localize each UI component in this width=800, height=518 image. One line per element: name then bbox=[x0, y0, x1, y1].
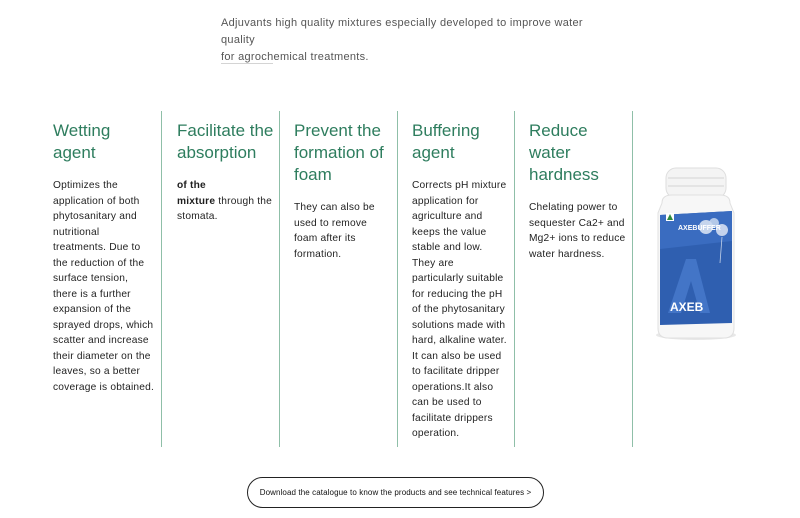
feature-title: Wetting agent bbox=[53, 121, 111, 162]
intro-divider bbox=[221, 63, 273, 64]
download-catalogue-button[interactable]: Download the catalogue to know the produ… bbox=[247, 477, 544, 508]
column-divider bbox=[279, 111, 280, 447]
feature-title: Facilitate the absorption bbox=[177, 121, 274, 162]
product-bottle-image: AXEBUFFER AXEB bbox=[648, 163, 748, 343]
column-divider bbox=[397, 111, 398, 447]
bottle-label-top: AXEBUFFER bbox=[678, 225, 721, 232]
feature-facilitate-absorption: Facilitate the absorption of the mixture … bbox=[177, 111, 277, 447]
feature-description-bold: mixture bbox=[177, 195, 216, 207]
feature-buffering-agent: Buffering agent Corrects pH mixture appl… bbox=[412, 111, 508, 447]
column-divider bbox=[161, 111, 162, 447]
feature-description: Chelating power to sequester Ca2+ and Mg… bbox=[529, 202, 626, 260]
intro-line-1: Adjuvants high quality mixtures especial… bbox=[221, 17, 583, 46]
feature-title: Prevent the formation of foam bbox=[294, 121, 384, 184]
feature-reduce-water-hardness: Reduce water hardness Chelating power to… bbox=[529, 111, 629, 447]
feature-description: Optimizes the application of both phytos… bbox=[53, 180, 155, 393]
feature-description: They can also be used to remove foam aft… bbox=[294, 202, 375, 260]
feature-description: of the mixture through the stomata. bbox=[177, 178, 277, 225]
feature-description-rest: through the stomata. bbox=[177, 195, 272, 223]
feature-description-bold: of the bbox=[177, 180, 206, 191]
feature-title: Buffering agent bbox=[412, 121, 480, 162]
intro-line-2: for agrochemical treatments. bbox=[221, 51, 369, 63]
column-divider bbox=[514, 111, 515, 447]
feature-title: Reduce water hardness bbox=[529, 121, 599, 184]
feature-description: Corrects pH mixture application for agri… bbox=[412, 180, 507, 439]
bottle-label-bottom: AXEB bbox=[670, 300, 704, 314]
feature-wetting-agent: Wetting agent Optimizes the application … bbox=[53, 111, 155, 447]
column-divider bbox=[632, 111, 633, 447]
intro-text: Adjuvants high quality mixtures especial… bbox=[221, 15, 601, 66]
feature-prevent-foam: Prevent the formation of foam They can a… bbox=[294, 111, 388, 447]
bottle-svg: AXEBUFFER AXEB bbox=[656, 167, 736, 340]
